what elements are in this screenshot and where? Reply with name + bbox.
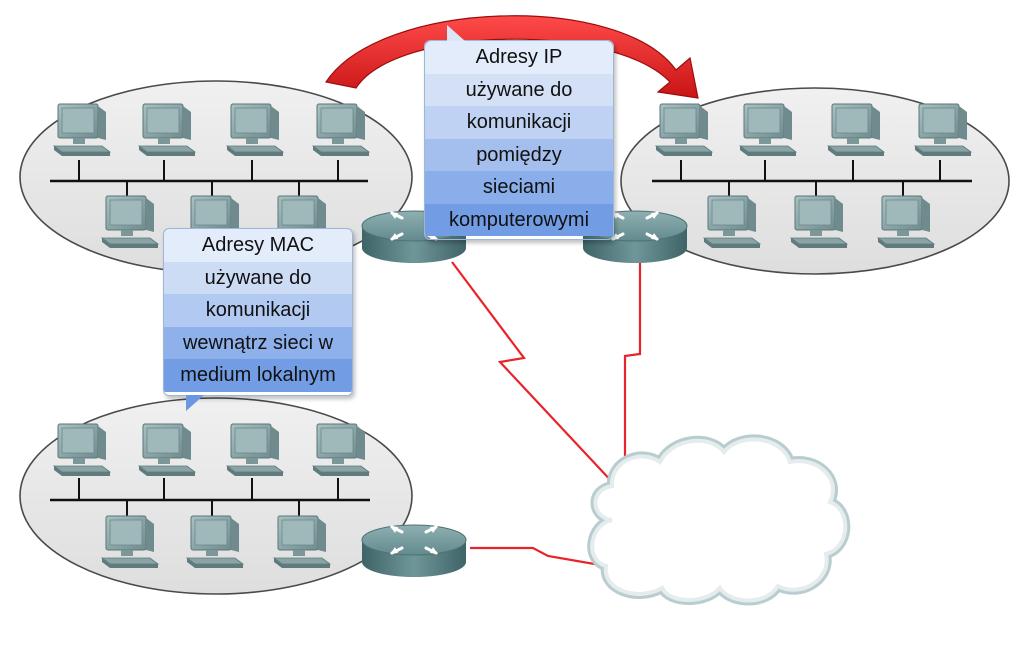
callout-line: używane do — [164, 261, 352, 294]
callout-line: Adresy MAC — [164, 229, 352, 262]
bus-drops — [680, 160, 941, 198]
computer-icon — [101, 515, 159, 569]
computer-icon — [186, 515, 244, 569]
callout-line: komputerowymi — [425, 203, 613, 236]
lan-top-left — [19, 80, 413, 274]
bus-drops — [78, 160, 339, 198]
computer-icon — [655, 103, 713, 157]
callout-line: sieciami — [425, 171, 613, 204]
callout-line: Adresy IP — [425, 41, 613, 74]
link-router-top-left-cloud — [451, 261, 616, 486]
callout-line: komunikacji — [164, 294, 352, 327]
wan-links — [451, 261, 642, 568]
link-router-top-right-cloud — [623, 262, 642, 470]
link-router-bottom-left-cloud — [470, 546, 607, 568]
computer-icon — [138, 103, 196, 157]
callout-line: komunikacji — [425, 106, 613, 139]
computer-icon — [101, 195, 159, 249]
callout-ip-addresses: Adresy IP używane do komunikacji pomiędz… — [424, 25, 614, 240]
computer-icon — [739, 103, 797, 157]
computer-icon — [312, 103, 370, 157]
computer-icon — [226, 423, 284, 477]
cloud-icon — [587, 434, 851, 606]
lan-top-right — [620, 87, 1010, 275]
bus-drops — [78, 478, 339, 518]
computer-icon — [877, 195, 935, 249]
callout-line: używane do — [425, 73, 613, 106]
computer-icon — [914, 103, 972, 157]
callout-line: wewnątrz sieci w — [164, 326, 352, 359]
computer-icon — [790, 195, 848, 249]
computer-icon — [827, 103, 885, 157]
computer-icon — [138, 423, 196, 477]
callout-tail — [186, 395, 204, 411]
computer-icon — [703, 195, 761, 249]
router-icon — [360, 523, 468, 579]
callout-line: medium lokalnym — [164, 359, 352, 392]
lan-bottom-left — [19, 397, 413, 595]
computer-icon — [53, 103, 111, 157]
computer-icon — [312, 423, 370, 477]
callout-mac-addresses: Adresy MAC używane do komunikacji wewnąt… — [163, 228, 353, 411]
computer-icon — [226, 103, 284, 157]
callout-line: pomiędzy — [425, 138, 613, 171]
computer-icon — [53, 423, 111, 477]
computer-icon — [273, 515, 331, 569]
callout-tail — [447, 25, 465, 41]
